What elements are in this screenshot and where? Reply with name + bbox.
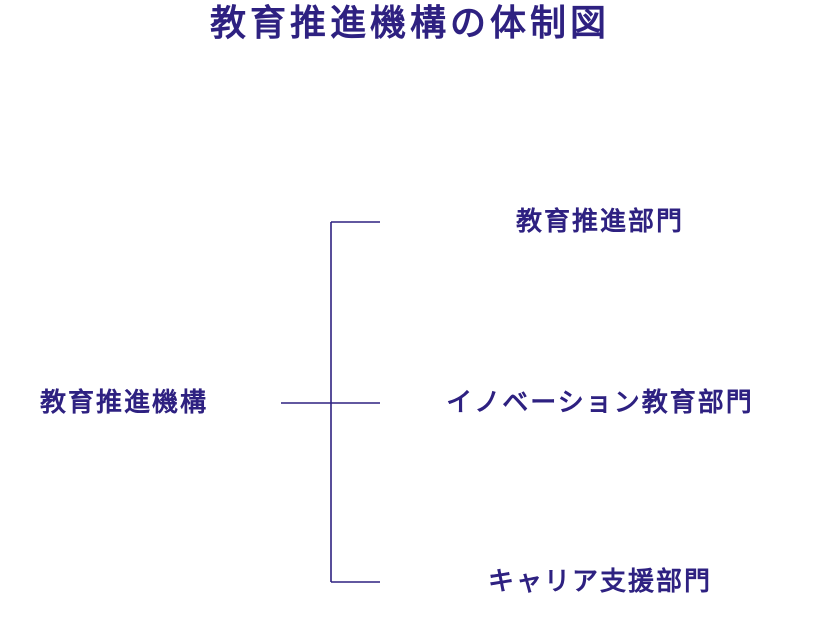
org-node-root: 教育推進機構 <box>40 388 209 418</box>
org-node-branch-1: 教育推進部門 <box>515 207 684 237</box>
diagram-title: 教育推進機構の体制図 <box>209 3 610 44</box>
org-node-branch-3: キャリア支援部門 <box>487 567 712 597</box>
org-node-branch-2: イノベーション教育部門 <box>446 388 754 418</box>
